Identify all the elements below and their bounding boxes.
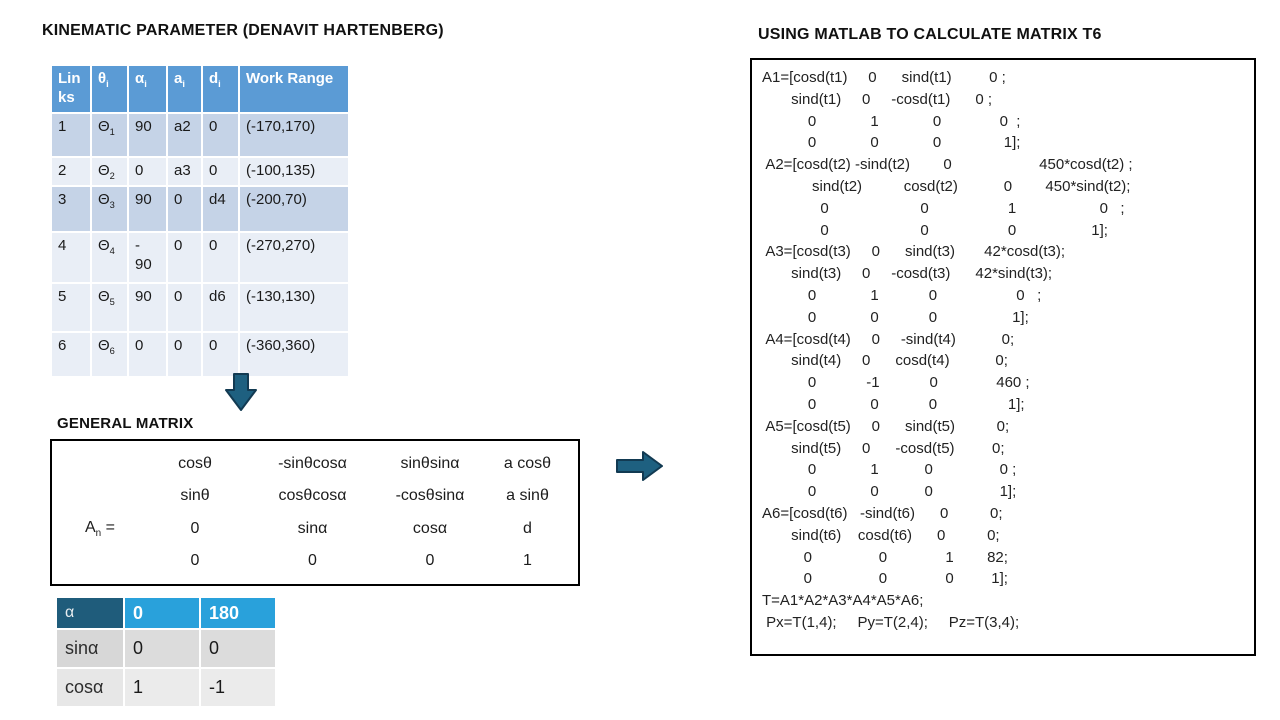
dh-header-label: θ <box>98 70 107 87</box>
alpha-row-label: cosα <box>57 669 123 706</box>
alpha-table-header-0: 0 <box>125 598 199 628</box>
matrix-cell: cosα <box>412 519 448 537</box>
dh-cell-range: (-170,170) <box>240 114 348 156</box>
matrix-cell: a cosθ <box>503 455 552 473</box>
matlab-code: A1=[cosd(t1) 0 sind(t1) 0 ; sind(t1) 0 -… <box>762 69 1133 631</box>
dh-cell-theta: Θ1 <box>92 114 127 156</box>
dh-header-label: Lin ks <box>58 70 81 106</box>
dh-cell-d: 0 <box>203 333 238 376</box>
dh-cell-theta: Θ4 <box>92 233 127 282</box>
right-section-title: USING MATLAB TO CALCULATE MATRIX T6 <box>758 26 1102 43</box>
alpha-row-label: sinα <box>57 630 123 667</box>
matrix-cell: sinθsinα <box>400 455 460 473</box>
dh-cell-alpha: 90 <box>129 284 166 331</box>
dh-cell-a: 0 <box>168 284 201 331</box>
matlab-code-box: A1=[cosd(t1) 0 sind(t1) 0 ; sind(t1) 0 -… <box>750 58 1256 656</box>
alpha-cell: 0 <box>201 630 275 667</box>
dh-cell-theta: Θ2 <box>92 158 127 185</box>
general-matrix-heading: GENERAL MATRIX <box>57 415 194 432</box>
matrix-cell: 0 <box>425 551 435 569</box>
alpha-cell: -1 <box>201 669 275 706</box>
dh-cell-alpha: - 90 <box>129 233 166 282</box>
dh-cell-d: d4 <box>203 187 238 231</box>
dh-cell-link: 1 <box>52 114 90 156</box>
dh-cell-link: 6 <box>52 333 90 376</box>
dh-header-links: Lin ks <box>52 66 90 112</box>
dh-cell-a: 0 <box>168 233 201 282</box>
dh-cell-link: 2 <box>52 158 90 185</box>
general-matrix-box: cosθ -sinθcosα sinθsinα a cosθ sinθ cosθ… <box>50 439 580 586</box>
matrix-cell: sinθ <box>180 487 210 505</box>
right-arrow-icon <box>615 447 665 485</box>
dh-header-a: ai <box>168 66 201 112</box>
matrix-cell: d <box>523 519 532 537</box>
down-arrow-icon <box>221 373 261 413</box>
dh-header-label: d <box>209 70 219 87</box>
dh-cell-link: 4 <box>52 233 90 282</box>
dh-cell-range: (-360,360) <box>240 333 348 376</box>
matrix-cell: a sinθ <box>506 487 549 505</box>
table-row: cosα 1 -1 <box>57 669 275 706</box>
dh-cell-alpha: 0 <box>129 333 166 376</box>
matrix-cell: 0 <box>190 519 200 537</box>
dh-cell-theta: Θ5 <box>92 284 127 331</box>
dh-cell-d: 0 <box>203 158 238 185</box>
dh-header-alpha: αi <box>129 66 166 112</box>
table-row: sinα 0 0 <box>57 630 275 667</box>
table-row: 6 Θ6 0 0 0 (-360,360) <box>52 333 348 376</box>
table-row: 1 Θ1 90 a2 0 (-170,170) <box>52 114 348 156</box>
dh-cell-d: d6 <box>203 284 238 331</box>
dh-header-d: di <box>203 66 238 112</box>
matrix-cell: 0 <box>308 551 317 569</box>
matrix-cell: 1 <box>523 551 532 569</box>
dh-parameter-table: Lin ks θi αi ai di Work Range 1 Θ1 90 a2… <box>50 64 350 378</box>
dh-cell-theta: Θ6 <box>92 333 127 376</box>
dh-header-label: a <box>174 70 183 87</box>
left-section-title: KINEMATIC PARAMETER (DENAVIT HARTENBERG) <box>42 22 444 39</box>
matrix-cell: cosθ <box>178 455 212 473</box>
alpha-cell: 0 <box>125 630 199 667</box>
alpha-sincos-table: α 0 180 sinα 0 0 cosα 1 -1 <box>55 596 277 708</box>
dh-cell-d: 0 <box>203 114 238 156</box>
dh-cell-a: a2 <box>168 114 201 156</box>
dh-cell-range: (-130,130) <box>240 284 348 331</box>
matrix-cell: -cosθsinα <box>395 487 465 505</box>
table-row: 2 Θ2 0 a3 0 (-100,135) <box>52 158 348 185</box>
dh-cell-link: 3 <box>52 187 90 231</box>
matrix-cell: 0 <box>190 551 200 569</box>
alpha-table-header-180: 180 <box>201 598 275 628</box>
table-row: 3 Θ3 90 0 d4 (-200,70) <box>52 187 348 231</box>
dh-cell-alpha: 90 <box>129 114 166 156</box>
dh-cell-a: 0 <box>168 333 201 376</box>
dh-cell-range: (-270,270) <box>240 233 348 282</box>
dh-cell-link: 5 <box>52 284 90 331</box>
matrix-cell: sinα <box>297 519 328 537</box>
table-row: 4 Θ4 - 90 0 0 (-270,270) <box>52 233 348 282</box>
dh-cell-alpha: 0 <box>129 158 166 185</box>
dh-cell-range: (-100,135) <box>240 158 348 185</box>
alpha-cell: 1 <box>125 669 199 706</box>
dh-cell-d: 0 <box>203 233 238 282</box>
dh-cell-a: a3 <box>168 158 201 185</box>
dh-cell-alpha: 90 <box>129 187 166 231</box>
matrix-cell: cosθcosα <box>278 487 347 505</box>
alpha-table-corner: α <box>57 598 123 628</box>
dh-cell-a: 0 <box>168 187 201 231</box>
dh-header-label: Work Range <box>246 70 334 87</box>
matrix-cell: -sinθcosα <box>278 455 347 473</box>
dh-header-label: α <box>135 70 145 87</box>
table-row: α 0 180 <box>57 598 275 628</box>
matrix-label: An = <box>85 518 115 539</box>
dh-cell-range: (-200,70) <box>240 187 348 231</box>
dh-cell-theta: Θ3 <box>92 187 127 231</box>
table-row: 5 Θ5 90 0 d6 (-130,130) <box>52 284 348 331</box>
dh-header-theta: θi <box>92 66 127 112</box>
dh-header-row: Lin ks θi αi ai di Work Range <box>52 66 348 112</box>
dh-header-workrange: Work Range <box>240 66 348 112</box>
